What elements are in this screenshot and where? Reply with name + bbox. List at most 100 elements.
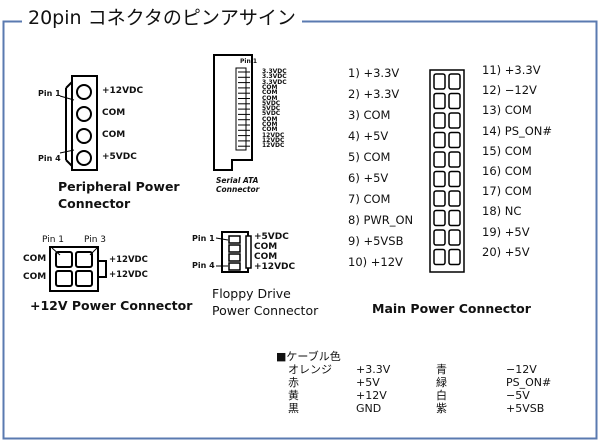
sata-pin-label: 12VDC	[262, 136, 285, 144]
cable-color-cell: 黄	[288, 389, 299, 402]
main-right-pin-label: 16) COM	[482, 164, 532, 178]
floppy-connector-icon	[215, 231, 252, 273]
sata-pin-label: 5VDC	[262, 99, 281, 107]
sata-pin-label: COM	[262, 121, 278, 128]
main-left-pin-label: 8) PWR_ON	[348, 213, 414, 227]
main-left-pin-label: 10) +12V	[348, 255, 403, 269]
cable-color-cell: +12V	[356, 389, 387, 402]
peripheral-pin4-label: Pin 4	[38, 154, 61, 163]
cable-color-cell: 赤	[288, 376, 299, 389]
cable-color-cell: +3.3V	[356, 363, 391, 376]
sata-pin-label: 12VDC	[262, 131, 285, 139]
main-pin	[448, 209, 461, 227]
main-left-pin-label: 9) +5VSB	[348, 234, 404, 248]
sata-caption-line2: Connector	[216, 185, 260, 194]
floppy-pin4-label: Pin 4	[192, 261, 215, 270]
main-pin	[448, 170, 461, 188]
sata-pin-label: 3.3VDC	[262, 68, 287, 75]
cable-color-cell: +5VSB	[506, 402, 545, 415]
sata-pin-label: 3.3VDC	[262, 78, 287, 86]
sata-pin-label: 12VDC	[262, 142, 285, 150]
cable-color-cell: −12V	[506, 363, 537, 376]
main-pin	[448, 151, 461, 168]
page-title: 20pin コネクタのピンアサイン	[22, 9, 302, 28]
main-pin	[433, 73, 446, 90]
sata-pin-label: COM	[262, 89, 278, 97]
p12v-pin3-label: Pin 3	[84, 235, 107, 245]
cable-color-cell: 緑	[436, 376, 447, 389]
cable-color-cell: +5V	[356, 376, 380, 389]
floppy-pin-label: COM	[254, 242, 278, 252]
peripheral-pin1-label: Pin 1	[38, 89, 61, 98]
floppy-pin-label: +12VDC	[254, 262, 296, 272]
sata-pin-label: 5VDC	[262, 110, 281, 118]
main-caption: Main Power Connector	[372, 301, 531, 316]
peripheral-pin-label: +5VDC	[102, 152, 137, 162]
main-left-pin-label: 7) COM	[348, 192, 391, 206]
sata-pin-label: 3.3VDC	[262, 73, 287, 81]
cable-color-cell: 白	[436, 389, 447, 402]
main-left-pin-label: 1) +3.3V	[348, 66, 400, 80]
main-pin	[448, 112, 461, 129]
p12v-left-label: COM	[23, 272, 47, 282]
floppy-pin-label: +5VDC	[254, 232, 289, 242]
floppy-pin1-label: Pin 1	[192, 234, 215, 243]
main-right-pin-label: 19) +5V	[482, 224, 530, 239]
main-pin	[433, 190, 446, 207]
peripheral-connector-icon	[59, 75, 98, 171]
cable-colors-heading: ■ケーブル色	[276, 350, 341, 363]
main-pin	[448, 229, 461, 246]
main-pin	[433, 170, 446, 188]
main-pin	[448, 92, 461, 110]
main-right-pin-label: 11) +3.3V	[482, 63, 541, 77]
main-pin	[433, 248, 446, 266]
main-pin	[433, 92, 446, 110]
sata-pin-label: COM	[262, 115, 278, 123]
peripheral-caption-line1: Peripheral Power	[58, 179, 180, 194]
main-connector-icon	[429, 69, 465, 273]
sata-caption-line1: Serial ATA	[216, 176, 259, 185]
main-pin	[448, 190, 461, 207]
cable-color-cell: PS_ON#	[506, 376, 552, 389]
main-left-pin-label: 4) +5V	[348, 129, 389, 143]
main-left-pin-label: 2) +3.3V	[348, 87, 400, 101]
main-left-pin-label: 6) +5V	[348, 171, 389, 185]
main-left-pin-label: 5) COM	[348, 150, 391, 164]
cable-color-cell: 黒	[288, 402, 299, 415]
floppy-caption-line2: Power Connector	[212, 303, 319, 318]
main-pin	[448, 131, 461, 149]
sata-pin1-label: Pin 1	[240, 58, 257, 65]
peripheral-pin-label: COM	[102, 130, 126, 140]
main-right-pin-label: 12) −12V	[482, 83, 537, 98]
peripheral-caption-line2: Connector	[58, 196, 131, 211]
cable-color-cell: オレンジ	[288, 363, 332, 376]
cable-color-cell: GND	[356, 402, 382, 415]
cable-color-cell: 紫	[436, 402, 447, 415]
main-pin	[448, 248, 461, 266]
main-right-pin-label: 15) COM	[482, 143, 532, 158]
p12v-right-label: +12VDC	[109, 255, 148, 265]
main-left-pin-label: 3) COM	[348, 108, 391, 122]
main-pin	[433, 209, 446, 227]
main-right-pin-label: 13) COM	[482, 103, 532, 118]
p12v-connector-icon	[49, 246, 107, 292]
sata-pin-label: 5VDC	[262, 105, 281, 113]
main-right-pin-label: 18) NC	[482, 204, 522, 219]
sata-connector-icon	[213, 54, 253, 171]
main-pin	[433, 131, 446, 149]
p12v-left-label: COM	[23, 254, 47, 264]
cable-color-cell: 青	[436, 363, 447, 376]
main-pin	[433, 229, 446, 246]
sata-pin-label: COM	[262, 94, 278, 102]
main-pin	[448, 73, 461, 90]
cable-color-cell: −5V	[506, 389, 530, 402]
main-right-pin-label: 17) COM	[482, 184, 532, 199]
floppy-caption-line1: Floppy Drive	[212, 286, 291, 301]
main-right-pin-label: 20) +5V	[482, 244, 530, 259]
main-pin	[433, 112, 446, 129]
main-right-pin-label: 14) PS_ON#	[482, 123, 553, 138]
p12v-right-label: +12VDC	[109, 270, 148, 280]
sata-pin-label: COM	[262, 83, 278, 91]
sata-pin-label: COM	[262, 126, 278, 134]
